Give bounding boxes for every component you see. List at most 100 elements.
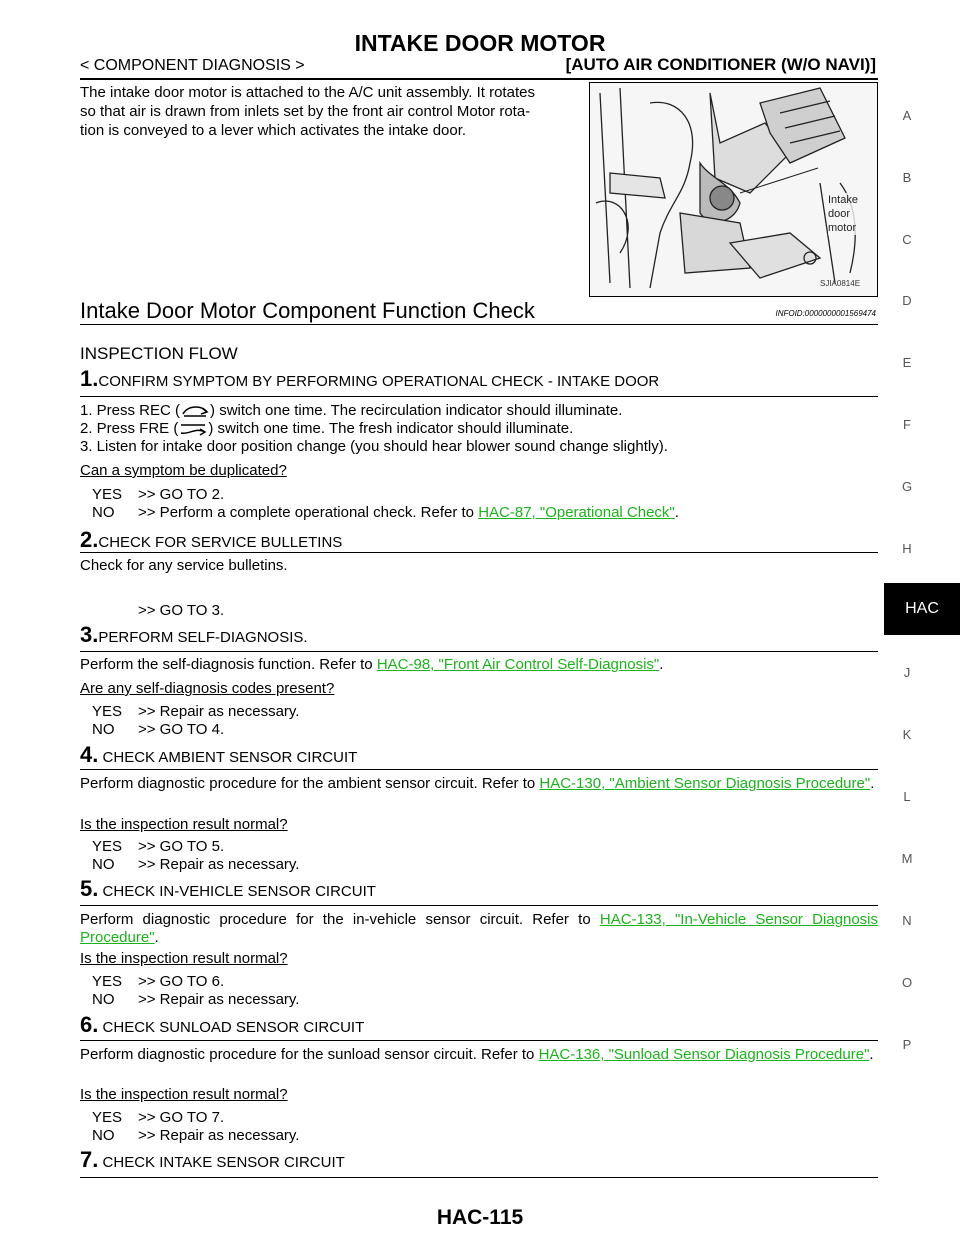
answer-key: NO (92, 991, 115, 1008)
step-number: 4. (80, 742, 99, 767)
index-letter-p[interactable]: P (902, 1037, 912, 1052)
answer-key: NO (92, 1127, 115, 1144)
index-letter-e[interactable]: E (902, 355, 912, 370)
index-letter-a[interactable]: A (902, 108, 912, 123)
index-letter-d[interactable]: D (902, 293, 912, 308)
index-letter-b[interactable]: B (902, 170, 912, 185)
intro-text: The intake door motor is attached to the… (80, 83, 580, 140)
list-text: ) switch one time. The fresh indicator s… (208, 420, 574, 437)
component-illustration (595, 87, 856, 289)
reference-link[interactable]: HAC-130, "Ambient Sensor Diagnosis Proce… (539, 775, 871, 792)
answer-item: >> GO TO 3. (92, 602, 224, 620)
intake-door-motor-figure: Intake door motor SJIA0814E (589, 82, 878, 297)
answer-key: YES (92, 1109, 123, 1126)
index-letter-h[interactable]: H (902, 541, 912, 556)
body-text: Perform the self-diagnosis function. Ref… (80, 656, 377, 673)
list-item: 3. Listen for intake door position chang… (80, 438, 668, 455)
index-letter-m[interactable]: M (901, 851, 913, 866)
step-title: CHECK FOR SERVICE BULLETINS (98, 534, 343, 551)
answer-text: >> Repair as necessary. (138, 991, 300, 1008)
answer-text: >> GO TO 3. (138, 602, 225, 619)
body-text: . (154, 929, 159, 946)
step-body: Perform diagnostic procedure for the in-… (80, 911, 878, 947)
answer-key: YES (92, 486, 123, 503)
index-letter-o[interactable]: O (901, 975, 913, 990)
answer-key: YES (92, 838, 123, 855)
callout-line: door (828, 208, 851, 220)
page-title: INTAKE DOOR MOTOR (354, 30, 606, 56)
answer-text: >> Repair as necessary. (138, 856, 300, 873)
step-6-answers: YES >> GO TO 7. NO >> Repair as necessary. (92, 1109, 299, 1145)
page-number: HAC-115 (436, 1206, 524, 1229)
answer-key: YES (92, 973, 123, 990)
step-number: 3. (80, 622, 99, 647)
answer-text: >> GO TO 5. (138, 838, 225, 855)
index-letter-j[interactable]: J (903, 665, 911, 680)
step-number: 2. (80, 527, 99, 552)
section-label: [AUTO AIR CONDITIONER (W/O NAVI)] (565, 55, 876, 74)
step-1-answers: YES >> GO TO 2. NO >> Perform a complete o… (92, 486, 679, 522)
step-body: Check for any service bulletins. (80, 557, 288, 574)
index-letter-g[interactable]: G (901, 479, 913, 494)
answer-no: NO >> Repair as necessary. (92, 856, 299, 874)
step-title: CHECK INTAKE SENSOR CIRCUIT (98, 1154, 345, 1171)
step-body: Perform the self-diagnosis function. Ref… (80, 656, 878, 674)
reference-link[interactable]: HAC-136, "Sunload Sensor Diagnosis Proce… (538, 1046, 870, 1063)
recirculation-icon (182, 406, 209, 417)
step-title: CHECK SUNLOAD SENSOR CIRCUIT (98, 1019, 365, 1036)
body-text: . (869, 1046, 874, 1063)
step-5-answers: YES >> GO TO 6. NO >> Repair as necessary. (92, 973, 299, 1009)
intro-line: tion is conveyed to a lever which activa… (80, 122, 467, 139)
answer-text: >> GO TO 7. (138, 1109, 225, 1126)
answer-text: >> Repair as necessary. (138, 703, 300, 720)
answer-yes: YES>> Repair as necessary. (92, 703, 299, 721)
answer-key: NO (92, 504, 115, 521)
step-rule (80, 396, 878, 397)
body-text: . (870, 775, 875, 792)
body-text: . (659, 656, 664, 673)
step-6-heading: 6. CHECK SUNLOAD SENSOR CIRCUIT (80, 1012, 364, 1038)
answer-yes: YES >> GO TO 2. (92, 486, 679, 504)
step-question: Are any self-diagnosis codes present? (80, 680, 335, 697)
answer-text: >> GO TO 6. (138, 973, 225, 990)
answer-text: >> Perform a complete operational check.… (138, 504, 479, 521)
answer-text: >> GO TO 4. (138, 721, 225, 738)
index-letter-k[interactable]: K (902, 727, 912, 742)
reference-link[interactable]: HAC-98, "Front Air Control Self-Diagnosi… (376, 656, 660, 673)
reference-link[interactable]: HAC-133, "In-Vehicle Sensor Diagnosis Pr… (80, 911, 878, 946)
answer-text: >> Repair as necessary. (138, 1127, 300, 1144)
index-tab-hac[interactable]: HAC (884, 583, 960, 635)
body-text: Perform diagnostic procedure for the amb… (80, 775, 540, 792)
intro-line: so that air is drawn from inlets set by … (80, 103, 531, 120)
list-text: ) switch one time. The recirculation ind… (210, 402, 623, 419)
step-rule (80, 1040, 878, 1041)
figure-callout: Intake door motor (828, 193, 858, 235)
index-letter-n[interactable]: N (902, 913, 912, 928)
step-number: 1. (80, 366, 99, 391)
step-1-list: 1. Press REC () switch one time. The rec… (80, 402, 880, 456)
callout-line: motor (828, 222, 857, 234)
step-3-heading: 3.PERFORM SELF-DIAGNOSIS. (80, 622, 308, 648)
flow-title: INSPECTION FLOW (80, 344, 238, 363)
step-body: Perform diagnostic procedure for the sun… (80, 1046, 878, 1064)
fresh-air-icon (181, 424, 207, 436)
step-title: PERFORM SELF-DIAGNOSIS. (98, 629, 308, 646)
breadcrumb: < COMPONENT DIAGNOSIS > (80, 57, 305, 74)
step-title: CHECK IN-VEHICLE SENSOR CIRCUIT (98, 883, 376, 900)
answer-key: NO (92, 856, 115, 873)
reference-link[interactable]: HAC-87, "Operational Check" (478, 504, 675, 521)
step-question: Is the inspection result normal? (80, 816, 288, 833)
index-letter-l[interactable]: L (903, 789, 911, 804)
index-letter-c[interactable]: C (902, 232, 912, 247)
step-4-answers: YES >> GO TO 5. NO >> Repair as necessary. (92, 838, 299, 874)
figure-code: SJIA0814E (820, 279, 861, 288)
list-text: 2. Press FRE ( (80, 420, 179, 437)
answer-text: >> GO TO 2. (138, 486, 225, 503)
step-7-heading: 7. CHECK INTAKE SENSOR CIRCUIT (80, 1147, 345, 1173)
step-2-heading: 2.CHECK FOR SERVICE BULLETINS (80, 527, 342, 553)
step-title: CHECK AMBIENT SENSOR CIRCUIT (98, 749, 358, 766)
answer-yes: YES >> GO TO 6. (92, 973, 299, 991)
index-letter-f[interactable]: F (903, 417, 911, 432)
list-item: 1. Press REC () switch one time. The rec… (80, 402, 880, 420)
step-5-heading: 5. CHECK IN-VEHICLE SENSOR CIRCUIT (80, 876, 376, 902)
